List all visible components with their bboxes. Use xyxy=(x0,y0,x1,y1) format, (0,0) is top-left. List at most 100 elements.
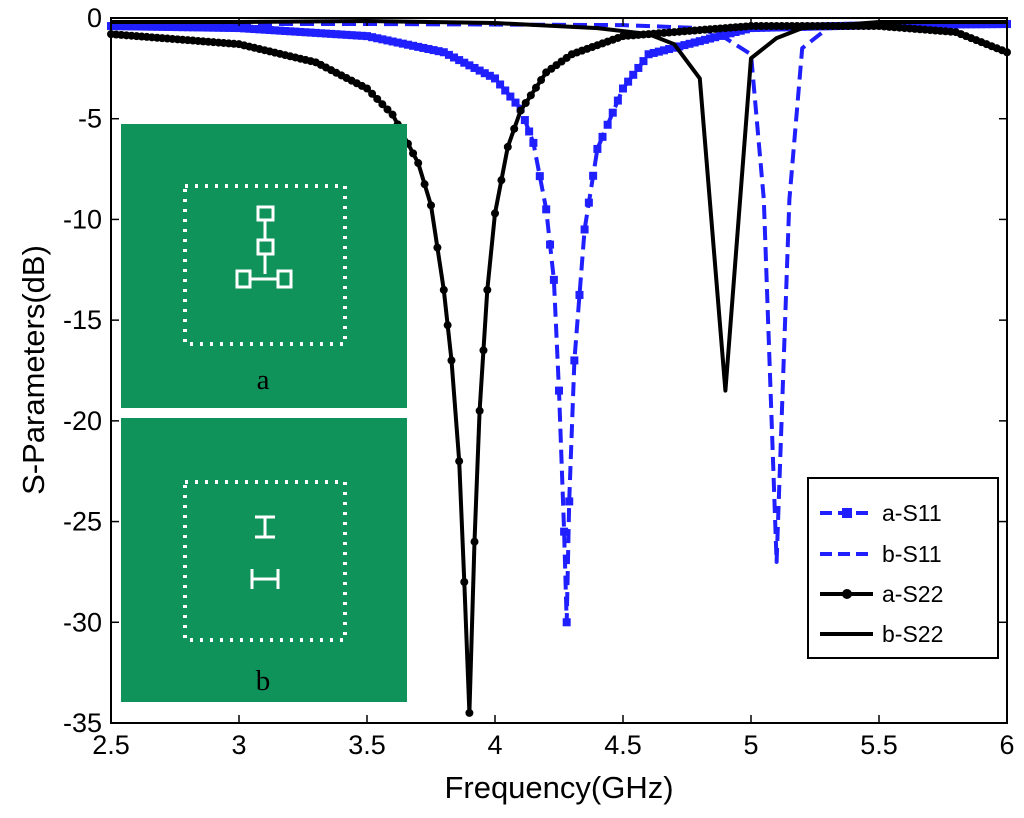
data-point xyxy=(117,22,126,31)
data-point xyxy=(455,56,464,65)
data-point xyxy=(531,83,540,92)
data-point xyxy=(470,63,479,72)
data-point xyxy=(378,35,387,44)
data-point xyxy=(142,22,151,31)
data-point xyxy=(178,23,187,32)
data-point xyxy=(219,23,228,32)
data-point xyxy=(132,22,141,31)
data-point xyxy=(496,80,505,89)
legend-label: b-S22 xyxy=(882,621,943,647)
data-point xyxy=(403,40,412,49)
data-point xyxy=(537,76,546,85)
data-point xyxy=(535,172,544,181)
data-point xyxy=(654,47,663,56)
legend-label: b-S11 xyxy=(882,541,942,567)
data-point xyxy=(598,132,607,141)
data-point xyxy=(311,28,320,37)
legend-entry-b-s11: b-S11 xyxy=(820,541,942,567)
data-point xyxy=(281,26,290,35)
data-point xyxy=(926,20,935,29)
data-point xyxy=(270,26,279,35)
data-point xyxy=(731,27,740,36)
data-point xyxy=(497,176,506,185)
data-point xyxy=(363,84,371,93)
legend-entry-a-s11: a-S11 xyxy=(820,500,942,526)
data-point xyxy=(414,42,423,51)
data-point xyxy=(525,127,534,136)
data-point xyxy=(342,30,351,39)
legend-entry-b-s22: b-S22 xyxy=(820,621,943,647)
y-tick-label: -25 xyxy=(63,507,102,537)
data-point xyxy=(443,321,452,330)
data-point xyxy=(373,94,382,103)
data-point xyxy=(352,31,361,40)
data-point xyxy=(393,38,402,47)
data-point xyxy=(511,98,520,107)
data-point xyxy=(603,120,612,129)
data-point xyxy=(183,23,192,32)
data-point xyxy=(429,46,438,55)
y-tick-label: -30 xyxy=(63,607,102,637)
data-point xyxy=(327,29,336,38)
data-point xyxy=(510,124,519,133)
data-point xyxy=(491,209,499,218)
data-point xyxy=(296,27,305,36)
data-point xyxy=(383,36,392,45)
data-point xyxy=(529,138,538,147)
series-a-s11 xyxy=(107,20,1011,627)
data-point xyxy=(608,108,617,117)
data-point xyxy=(546,240,555,249)
data-point xyxy=(153,22,162,31)
data-point xyxy=(485,71,494,80)
data-point xyxy=(665,45,674,54)
data-point xyxy=(260,25,269,34)
inset-a-dotted-boundary xyxy=(183,184,347,346)
data-point xyxy=(690,38,699,47)
inset-a-resonator-shape xyxy=(235,205,293,289)
y-axis-title: S-Parameters(dB) xyxy=(16,245,51,495)
data-point xyxy=(503,142,512,151)
data-point xyxy=(967,20,976,29)
data-point xyxy=(460,578,469,586)
data-point xyxy=(286,27,295,36)
inset-b-resonator-shape xyxy=(250,515,280,589)
data-point xyxy=(229,23,238,32)
data-point xyxy=(706,34,715,43)
data-point xyxy=(112,22,121,31)
data-point xyxy=(306,28,315,37)
data-point xyxy=(475,66,484,75)
data-point xyxy=(188,23,197,32)
data-point xyxy=(570,356,579,365)
data-point xyxy=(634,63,643,72)
data-point xyxy=(433,243,442,252)
data-point xyxy=(322,29,331,38)
data-point xyxy=(575,290,584,299)
data-point xyxy=(501,86,510,95)
data-point xyxy=(520,116,529,125)
data-point xyxy=(465,708,474,717)
data-point xyxy=(424,45,433,54)
data-point xyxy=(388,37,397,46)
inset-panel-b: b xyxy=(121,418,407,702)
x-tick-label: 4 xyxy=(487,730,502,760)
data-point xyxy=(127,22,136,31)
data-point xyxy=(680,41,689,50)
data-point xyxy=(580,225,589,234)
data-point xyxy=(659,46,668,55)
data-point xyxy=(675,42,684,51)
series-layer xyxy=(107,19,1011,717)
data-point xyxy=(204,23,213,32)
x-tick-label: 3 xyxy=(231,730,246,760)
data-point xyxy=(409,149,418,158)
data-point xyxy=(420,180,429,189)
data-point xyxy=(301,28,310,37)
data-point xyxy=(450,53,459,62)
data-point xyxy=(649,48,658,57)
data-point xyxy=(434,47,443,56)
data-point xyxy=(158,22,167,31)
data-point xyxy=(516,106,525,115)
legend-label: a-S11 xyxy=(882,500,942,526)
y-tick-label: -15 xyxy=(63,305,102,335)
